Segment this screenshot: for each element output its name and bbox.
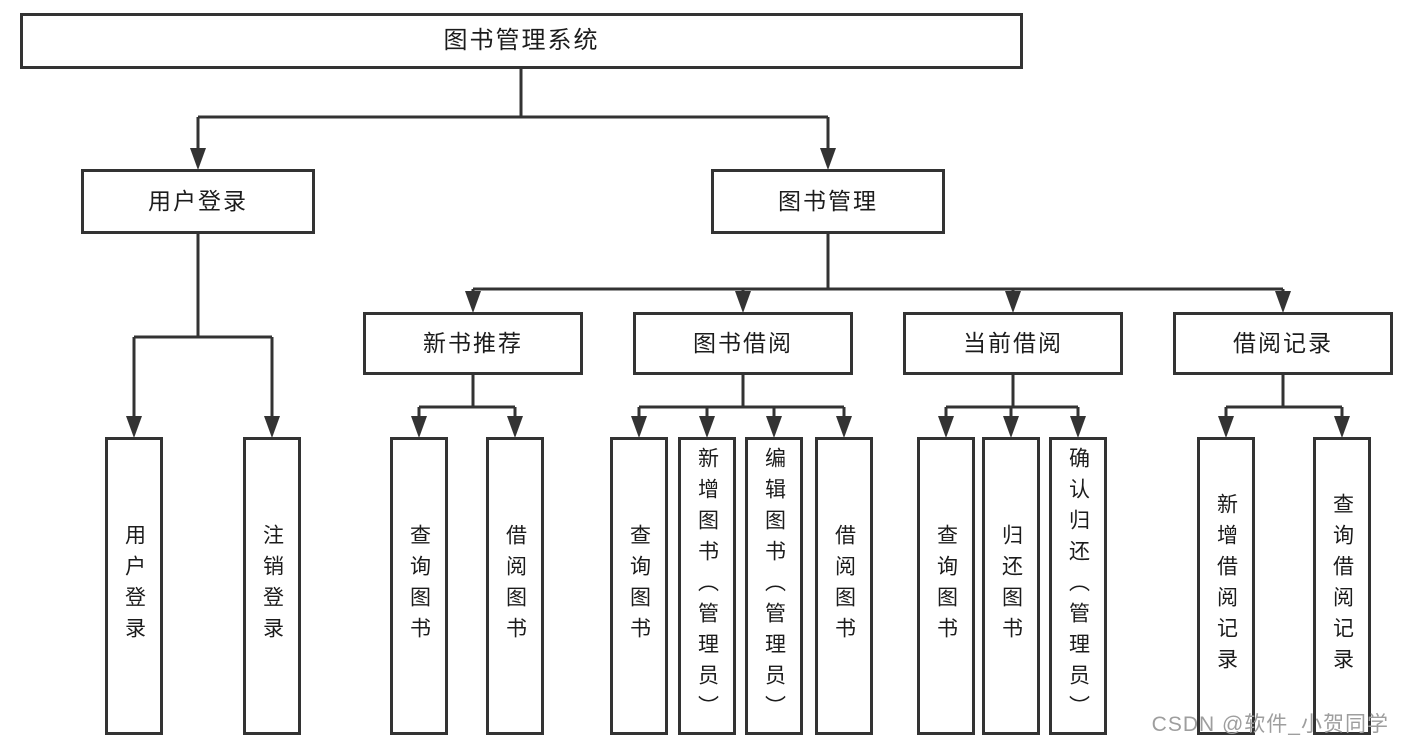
leaf-label: 查询图书 xyxy=(934,524,958,648)
leaf-query-books-borrowing: 查询图书 xyxy=(610,437,668,735)
root-node: 图书管理系统 xyxy=(20,13,1023,69)
arrowhead xyxy=(507,416,523,438)
leaf-borrow-books-recommend: 借阅图书 xyxy=(486,437,544,735)
leaf-label: 用户登录 xyxy=(122,524,146,648)
leaf-logout: 注销登录 xyxy=(243,437,301,735)
arrowhead xyxy=(264,416,280,438)
csdn-watermark: CSDN @软件_小贺同学 xyxy=(1151,713,1389,736)
arrowhead xyxy=(465,291,481,313)
leaf-label: 查询图书 xyxy=(627,524,651,648)
arrowhead xyxy=(735,291,751,313)
arrowhead xyxy=(1005,291,1021,313)
arrowhead xyxy=(1070,416,1086,438)
node-label: 借阅记录 xyxy=(1233,330,1333,356)
arrowhead xyxy=(1275,291,1291,313)
leaf-label: 编辑图书（管理员） xyxy=(762,446,786,726)
leaf-label: 新增图书（管理员） xyxy=(695,446,719,726)
arrowhead xyxy=(699,416,715,438)
leaf-query-borrow-record: 查询借阅记录 xyxy=(1313,437,1371,735)
node-user-login: 用户登录 xyxy=(81,169,315,234)
arrowhead xyxy=(1334,416,1350,438)
arrowhead xyxy=(938,416,954,438)
node-book-management: 图书管理 xyxy=(711,169,945,234)
arrowhead xyxy=(820,148,836,170)
leaf-label: 查询图书 xyxy=(407,524,431,648)
arrowhead xyxy=(411,416,427,438)
arrowhead xyxy=(836,416,852,438)
node-label: 用户登录 xyxy=(148,188,248,214)
node-book-borrowing: 图书借阅 xyxy=(633,312,853,375)
node-label: 图书借阅 xyxy=(693,330,793,356)
leaf-label: 确认归还（管理员） xyxy=(1066,446,1090,726)
leaf-label: 注销登录 xyxy=(260,524,284,648)
node-label: 当前借阅 xyxy=(963,330,1063,356)
arrowhead xyxy=(1003,416,1019,438)
node-label: 新书推荐 xyxy=(423,330,523,356)
leaf-query-books-current: 查询图书 xyxy=(917,437,975,735)
leaf-query-books-recommend: 查询图书 xyxy=(390,437,448,735)
arrowhead xyxy=(126,416,142,438)
leaf-add-book-admin: 新增图书（管理员） xyxy=(678,437,736,735)
node-borrowing-records: 借阅记录 xyxy=(1173,312,1393,375)
arrowhead xyxy=(631,416,647,438)
leaf-borrow-books-borrowing: 借阅图书 xyxy=(815,437,873,735)
leaf-label: 借阅图书 xyxy=(503,524,527,648)
arrowhead xyxy=(190,148,206,170)
arrowhead xyxy=(766,416,782,438)
root-label: 图书管理系统 xyxy=(443,27,600,54)
leaf-label: 查询借阅记录 xyxy=(1330,493,1354,679)
leaf-return-book: 归还图书 xyxy=(982,437,1040,735)
arrowhead xyxy=(1218,416,1234,438)
node-new-book-recommend: 新书推荐 xyxy=(363,312,583,375)
leaf-label: 新增借阅记录 xyxy=(1214,493,1238,679)
node-current-borrowing: 当前借阅 xyxy=(903,312,1123,375)
node-label: 图书管理 xyxy=(778,188,878,214)
leaf-edit-book-admin: 编辑图书（管理员） xyxy=(745,437,803,735)
leaf-label: 借阅图书 xyxy=(832,524,856,648)
leaf-add-borrow-record: 新增借阅记录 xyxy=(1197,437,1255,735)
leaf-label: 归还图书 xyxy=(999,524,1023,648)
leaf-user-login: 用户登录 xyxy=(105,437,163,735)
leaf-confirm-return-admin: 确认归还（管理员） xyxy=(1049,437,1107,735)
